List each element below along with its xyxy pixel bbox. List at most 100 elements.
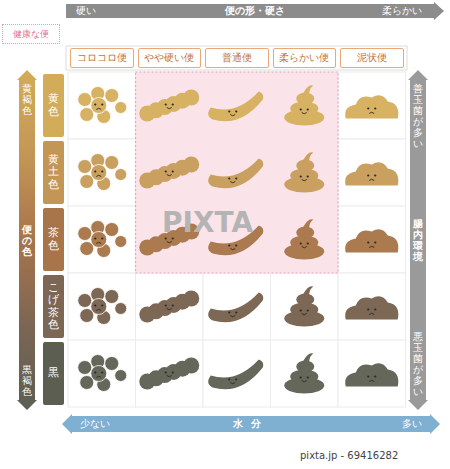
healthy-tag: 健康な便 — [2, 24, 60, 44]
shape-axis-arrow: 硬い便の形・硬さ柔らかい — [66, 2, 444, 20]
row-header: こげ茶色 — [43, 275, 64, 338]
stool-ball — [91, 98, 107, 114]
stool-banana — [208, 92, 263, 122]
label-text: 柔らかい便 — [279, 51, 329, 65]
eye — [228, 378, 230, 380]
eye — [165, 304, 167, 306]
grid-cell — [338, 206, 406, 273]
eye — [172, 103, 174, 105]
eye — [101, 371, 103, 373]
vertical-label: 黄土色 — [48, 154, 59, 190]
stool-ball — [78, 294, 92, 308]
stool-lump — [183, 291, 199, 307]
stool-icon — [139, 291, 199, 323]
stool-ball — [91, 232, 107, 248]
stool-icon — [78, 87, 127, 124]
arrow-body — [408, 70, 428, 410]
stool-icon — [284, 219, 324, 259]
stool-icon — [284, 152, 324, 192]
vertical-label: 腸内環境 — [413, 218, 423, 262]
grid-cell — [136, 340, 204, 407]
stool-ball — [78, 227, 92, 241]
mouth — [230, 115, 235, 116]
grid-cell — [338, 72, 406, 139]
mouth — [167, 242, 172, 243]
grid-cell — [203, 340, 271, 407]
arrow-body — [62, 414, 440, 434]
column-header: 普通便 — [205, 48, 269, 68]
eye — [101, 170, 103, 172]
eye — [235, 244, 237, 246]
header-frame — [66, 46, 407, 70]
mouth — [167, 376, 172, 377]
vertical-label: 黒褐色 — [22, 364, 32, 397]
stool-tip — [302, 219, 313, 230]
stool-tip — [302, 353, 313, 364]
mouth — [302, 381, 307, 382]
stool-icon — [284, 286, 324, 326]
stool-ball — [91, 165, 107, 181]
label-text: 水分 — [233, 417, 269, 431]
mouth — [230, 383, 235, 384]
eye — [300, 242, 302, 244]
mouth — [230, 182, 235, 183]
eye — [367, 174, 369, 176]
eye — [165, 103, 167, 105]
mouth — [167, 309, 172, 310]
stool-icon — [78, 154, 127, 191]
label-text: やや硬い便 — [144, 51, 194, 65]
eye — [94, 170, 96, 172]
stool-mush — [345, 229, 398, 252]
stool-banana — [208, 360, 263, 390]
stool-icon — [345, 229, 398, 252]
stool-icon — [139, 157, 199, 189]
eye — [94, 103, 96, 105]
gut-axis-arrow: 善玉菌が多い腸内環境悪玉菌が多い — [408, 70, 428, 410]
mouth — [302, 314, 307, 315]
image-id: pixta.jp - 69416282 — [300, 450, 398, 461]
vertical-label: 黒 — [48, 367, 59, 379]
stool-mush — [345, 296, 398, 319]
eye — [228, 311, 230, 313]
vertical-label: こげ茶色 — [48, 282, 59, 330]
eye — [228, 244, 230, 246]
eye — [374, 107, 376, 109]
eye — [94, 371, 96, 373]
stool-icon — [345, 162, 398, 185]
label-text: 泥状便 — [357, 51, 387, 65]
vertical-label: 悪玉菌が多い — [413, 331, 423, 397]
row-header: 黄土色 — [43, 141, 64, 204]
stool-ball — [115, 169, 127, 181]
stool-lump — [183, 358, 199, 374]
mouth — [369, 112, 374, 113]
eye — [307, 242, 309, 244]
eye — [101, 304, 103, 306]
stool-banana — [208, 159, 263, 189]
grid-cell — [68, 340, 136, 407]
eye — [235, 378, 237, 380]
grid-cell — [271, 273, 339, 340]
column-header: 泥状便 — [340, 48, 404, 68]
eye — [307, 376, 309, 378]
eye — [165, 371, 167, 373]
eye — [235, 177, 237, 179]
eye — [300, 376, 302, 378]
label-text: 少ない — [80, 417, 110, 431]
stool-icon — [284, 85, 324, 125]
mouth — [302, 113, 307, 114]
eye — [300, 108, 302, 110]
arrow-body — [17, 70, 37, 410]
eye — [374, 375, 376, 377]
grid-cell — [338, 139, 406, 206]
eye — [367, 308, 369, 310]
stool-tip — [302, 286, 313, 297]
stool-ball — [91, 366, 107, 382]
mouth — [96, 242, 101, 243]
eye — [235, 110, 237, 112]
mouth — [369, 313, 374, 314]
stool-mush — [345, 363, 398, 386]
mouth — [230, 316, 235, 317]
eye — [101, 237, 103, 239]
grid-cell — [68, 139, 136, 206]
eye — [235, 311, 237, 313]
